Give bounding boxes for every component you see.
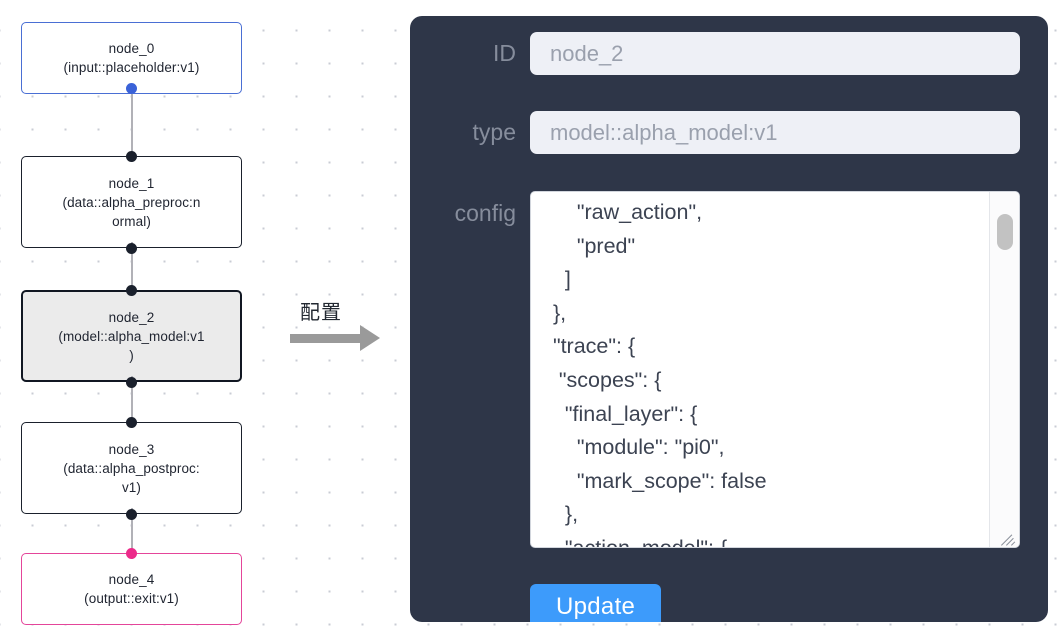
node4-target-handle[interactable] (126, 548, 137, 559)
graph-node-node_0[interactable]: node_0 (input::placeholder:v1) (21, 22, 242, 94)
type-field-row: type model::alpha_model:v1 (410, 111, 1048, 154)
resize-handle-icon[interactable] (999, 528, 1017, 546)
node1-target-handle[interactable] (126, 151, 137, 162)
node2-source-handle[interactable] (126, 377, 137, 388)
config-textarea[interactable]: "raw_action", "pred" ] }, "trace": { "sc… (530, 191, 1020, 548)
node0-source-handle[interactable] (126, 83, 137, 94)
node2-target-handle[interactable] (126, 285, 137, 296)
node3-source-handle[interactable] (126, 509, 137, 520)
type-input[interactable]: model::alpha_model:v1 (530, 111, 1020, 154)
config-textarea-scrollbar-thumb[interactable] (997, 214, 1013, 250)
arrow-shaft-icon (290, 334, 362, 343)
id-field-label: ID (493, 40, 516, 66)
graph-node-node_3[interactable]: node_3 (data::alpha_postproc: v1) (21, 422, 242, 514)
graph-node-label: node_3 (data::alpha_postproc: v1) (63, 441, 200, 495)
arrow-head-icon (360, 325, 380, 351)
node1-source-handle[interactable] (126, 243, 137, 254)
graph-node-label: node_0 (input::placeholder:v1) (63, 41, 200, 75)
graph-node-node_1[interactable]: node_1 (data::alpha_preproc:n ormal) (21, 156, 242, 248)
config-field-label: config (454, 200, 516, 226)
graph-node-label: node_4 (output::exit:v1) (84, 572, 179, 606)
flow-arrow-group: 配置 (288, 296, 392, 358)
graph-canvas[interactable]: node_0 (input::placeholder:v1) node_1 (d… (0, 0, 398, 643)
id-field-row: ID node_2 (410, 32, 1048, 75)
type-field-label: type (472, 119, 516, 145)
config-textarea-content: "raw_action", "pred" ] }, "trace": { "sc… (552, 200, 767, 548)
graph-node-node_2[interactable]: node_2 (model::alpha_model:v1 ) (21, 290, 242, 382)
id-input[interactable]: node_2 (530, 32, 1020, 75)
graph-node-label: node_2 (model::alpha_model:v1 ) (58, 309, 205, 363)
graph-node-label: node_1 (data::alpha_preproc:n ormal) (62, 175, 201, 229)
config-field-row: config "raw_action", "pred" ] }, "trace"… (410, 191, 1048, 548)
config-textarea-scrollbar[interactable] (989, 192, 1019, 547)
update-button[interactable]: Update (530, 584, 662, 622)
graph-node-node_4[interactable]: node_4 (output::exit:v1) (21, 553, 242, 625)
node-config-panel: ID node_2 type model::alpha_model:v1 con… (410, 16, 1048, 622)
flow-arrow-caption: 配置 (300, 300, 342, 324)
node3-target-handle[interactable] (126, 417, 137, 428)
